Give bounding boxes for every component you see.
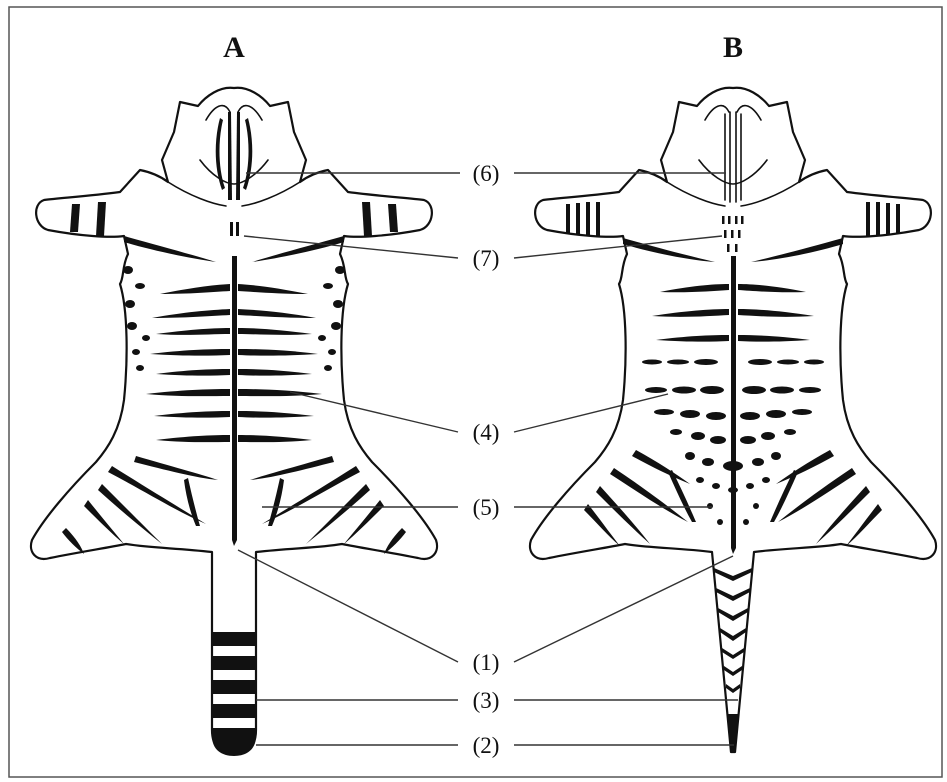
callout-label-6: (6) [473,161,500,186]
pelt-b [530,88,936,752]
pelt-b-spine-stripe [731,256,736,554]
panel-b-heading: B [723,31,743,64]
pelt-a-tail-tip [212,728,256,756]
pelt-a-spine-stripe [232,256,237,546]
callout-labels: (6) (7) (4) (5) (1) (3) (2) [473,161,500,758]
leader-1-left [238,550,458,662]
callout-label-2: (2) [473,733,500,758]
pelt-a-neck-dash [236,222,239,236]
callout-label-1: (1) [473,650,500,675]
pelt-a-neck-dash [230,222,233,236]
callout-label-7: (7) [473,246,500,271]
callout-label-5: (5) [473,495,500,520]
callout-label-4: (4) [473,420,500,445]
panel-a-heading: A [223,31,245,64]
callout-label-3: (3) [473,688,500,713]
pelt-a [31,88,437,756]
leader-1-right [514,556,733,662]
